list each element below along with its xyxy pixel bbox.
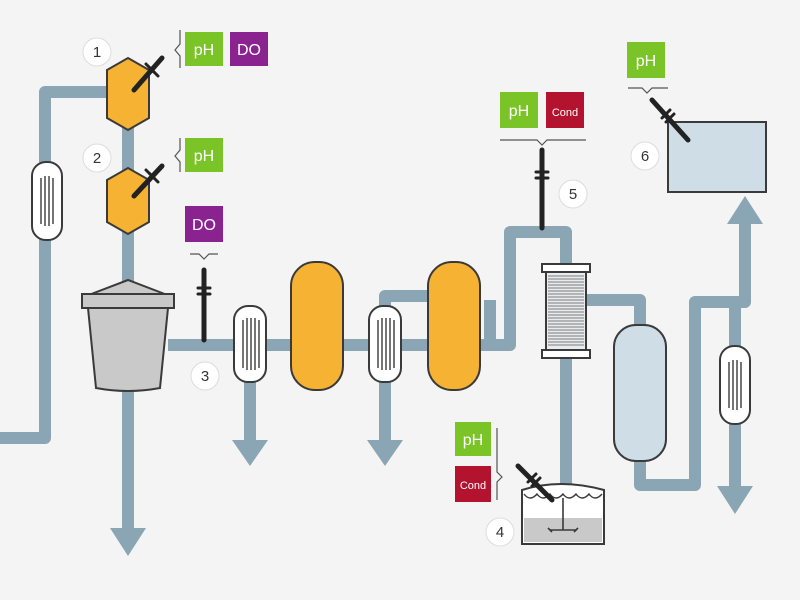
- flow-arrows: [110, 196, 763, 556]
- hopper-vessel-1: [106, 56, 150, 132]
- bracket-1: [174, 30, 181, 68]
- point-marker-5: 5: [558, 179, 588, 209]
- pipe-network: [0, 86, 751, 530]
- heat-exchanger: [541, 263, 591, 359]
- point-marker-2-label: 2: [93, 150, 101, 167]
- badge-cond-4: Cond: [455, 466, 491, 502]
- ion-exchange-column: [613, 324, 667, 462]
- point-marker-2: 2: [82, 143, 112, 173]
- probe-3: [196, 267, 212, 343]
- point-marker-1-label: 1: [93, 44, 101, 61]
- hopper-vessel-2: [106, 166, 150, 236]
- badge-do-3-label: DO: [192, 217, 216, 234]
- point-marker-3: 3: [190, 361, 220, 391]
- badge-ph-6: pH: [627, 42, 665, 78]
- badge-ph-1: pH: [185, 32, 223, 66]
- badge-brackets: [174, 30, 668, 500]
- point-marker-3-label: 3: [201, 368, 209, 385]
- badge-cond-5: Cond: [546, 92, 584, 128]
- badge-do-1: DO: [230, 32, 268, 66]
- arrow-down-right: [717, 486, 753, 514]
- pipe-left-feed: [0, 86, 134, 444]
- badge-ph-5-label: pH: [509, 103, 529, 120]
- cartridge-1: [233, 305, 267, 383]
- probe-6: [649, 97, 691, 143]
- sensor-probes: [131, 55, 691, 503]
- arrow-down-drain-1: [232, 440, 268, 466]
- point-marker-4-label: 4: [496, 524, 504, 541]
- arrow-down-bottom-left: [110, 528, 146, 556]
- pipe-exchanger-right: [585, 294, 646, 335]
- bracket-2: [174, 138, 181, 172]
- point-marker-4: 4: [485, 517, 515, 547]
- badge-ph-1-label: pH: [194, 42, 214, 59]
- probe-2: [131, 163, 165, 199]
- arrow-up-tank: [727, 196, 763, 224]
- probe-1: [131, 55, 165, 93]
- badge-ph-5: pH: [500, 92, 538, 128]
- point-marker-5-label: 5: [569, 186, 577, 203]
- cartridge-left: [31, 161, 63, 241]
- badge-ph-4-label: pH: [463, 432, 483, 449]
- probe-5: [534, 147, 550, 231]
- badge-do-1-label: DO: [237, 42, 261, 59]
- badge-ph-4: pH: [455, 422, 491, 456]
- pipe-to-exchanger: [465, 226, 572, 351]
- bracket-4: [496, 428, 503, 500]
- point-marker-6-label: 6: [641, 148, 649, 165]
- badge-ph-6-label: pH: [636, 53, 656, 70]
- bracket-3: [190, 253, 218, 260]
- point-marker-6: 6: [630, 141, 660, 171]
- pipe-column-out: [634, 220, 751, 491]
- reactor-column-1: [290, 261, 344, 391]
- bracket-6: [628, 87, 668, 94]
- cartridge-2: [368, 305, 402, 383]
- mixing-basin: [521, 483, 605, 545]
- badge-ph-2: pH: [185, 138, 223, 172]
- badge-cond-5-label: Cond: [552, 107, 578, 119]
- badge-do-3: DO: [185, 206, 223, 242]
- arrow-down-drain-2: [367, 440, 403, 466]
- reactor-column-2: [427, 261, 481, 391]
- settling-tank: [81, 278, 175, 392]
- cartridge-right: [719, 345, 751, 425]
- point-marker-1: 1: [82, 37, 112, 67]
- probe-4: [515, 463, 555, 503]
- badge-ph-2-label: pH: [194, 148, 214, 165]
- bracket-5: [500, 139, 586, 146]
- badge-cond-4-label: Cond: [460, 480, 486, 492]
